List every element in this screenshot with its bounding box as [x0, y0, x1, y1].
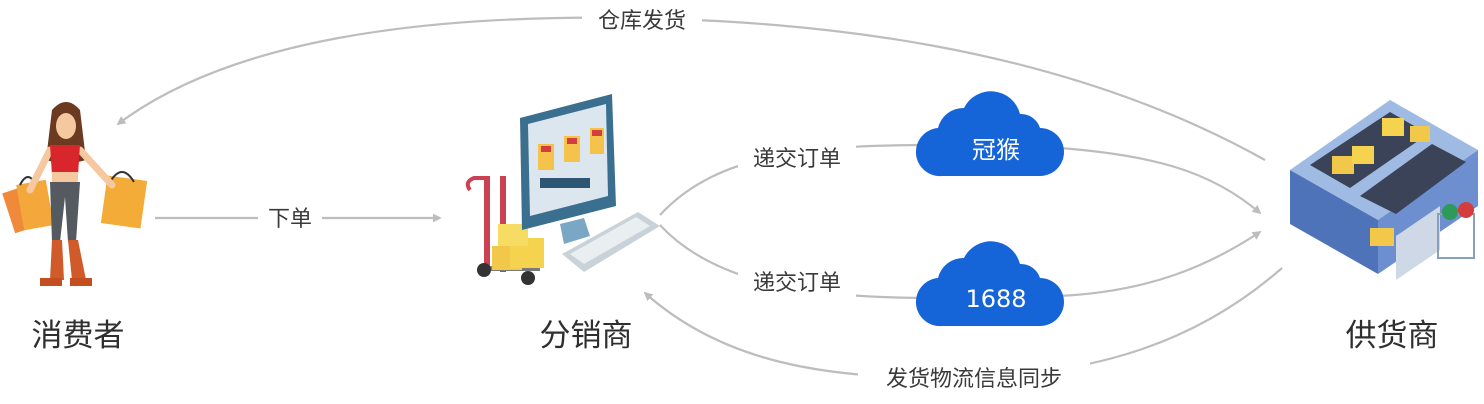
- place-order-label: 下单: [268, 207, 312, 232]
- warehouse-ship-arrow: [116, 16, 1266, 161]
- logistics-sync-label: 发货物流信息同步: [886, 367, 1062, 392]
- distributor-label: 分销商: [540, 318, 633, 354]
- computer-cart-icon: [465, 94, 660, 285]
- shopper-woman-icon: [2, 102, 148, 286]
- consumer-label: 消费者: [32, 318, 125, 354]
- warehouse-ship-label: 仓库发货: [598, 9, 686, 34]
- submit-order-bottom-label: 递交订单: [753, 271, 841, 296]
- 1688-cloud-label: 1688: [965, 285, 1026, 313]
- warehouse-factory-icon: [1290, 100, 1478, 280]
- supplier-label: 供货商: [1346, 318, 1439, 354]
- guanhou-cloud-label: 冠猴: [972, 136, 1020, 164]
- guanhou-cloud-icon: [915, 91, 1064, 177]
- 1688-cloud-icon: [915, 241, 1064, 327]
- submit-order-top-label: 递交订单: [753, 147, 841, 172]
